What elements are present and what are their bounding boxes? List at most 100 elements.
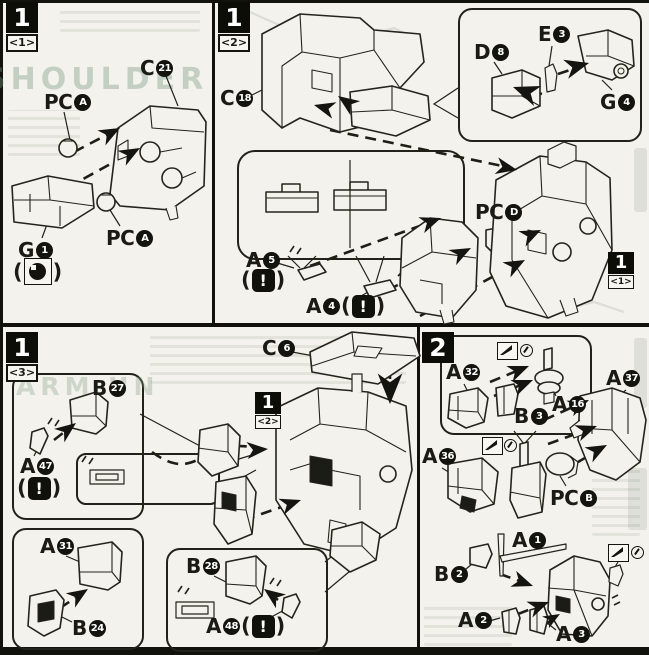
part-label-a16: A 16 — [552, 392, 586, 416]
part-letter: B — [514, 404, 529, 428]
part-number-circle: 18 — [236, 89, 254, 107]
part-label-b3: B 3 — [514, 404, 548, 428]
bleedthrough-edge-mark — [634, 148, 647, 212]
part-letter: PC — [44, 90, 73, 114]
part-letter: A — [246, 248, 261, 272]
paren: ( — [240, 614, 251, 638]
step-substep: <3> — [6, 364, 38, 382]
part-label-c6: C 6 — [262, 336, 296, 360]
parts-step1-2 — [261, 13, 635, 325]
ref-number: 1 — [608, 252, 634, 274]
paren: ) — [52, 259, 63, 284]
ref-box-step1-2: 1 <2> — [255, 392, 281, 429]
part-number-circle: 5 — [262, 251, 280, 269]
step-number: 1 — [218, 2, 250, 33]
part-label-a4: A 4 ( ! ) — [306, 294, 386, 318]
paren: ( — [340, 294, 351, 318]
part-letter: A — [606, 366, 621, 390]
part-label-a32: A 32 — [446, 360, 480, 384]
part-letter: A — [458, 608, 473, 632]
bleedthrough-text-block — [60, 8, 200, 32]
part-label-pca-bottom: PC A — [106, 226, 154, 250]
part-label-c18: C 18 — [220, 86, 254, 110]
part-label-a31: A 31 — [40, 534, 74, 558]
part-letter: PC — [106, 226, 135, 250]
part-label-g1: G 1 — [18, 238, 53, 262]
paren: ) — [375, 294, 386, 318]
step-number: 1 — [6, 332, 38, 363]
part-number-circle: 16 — [568, 395, 586, 413]
part-label-b2: B 2 — [434, 562, 468, 586]
part-letter: B — [92, 376, 107, 400]
warning-icon: ! — [251, 268, 275, 292]
a47-warning: ( ! ) — [16, 476, 62, 500]
part-label-d8: D 8 — [474, 40, 510, 64]
part-label-a47: A 47 — [20, 454, 54, 478]
part-letter: B — [72, 616, 87, 640]
hobby-knife-icon — [497, 342, 518, 360]
parts-step1-3 — [27, 331, 421, 637]
part-letter: D — [474, 40, 491, 64]
part-label-a1: A 1 — [512, 528, 546, 552]
part-number-circle: B — [580, 489, 598, 507]
paren: ( — [13, 259, 23, 284]
part-label-g4: G 4 — [600, 90, 635, 114]
paren: ) — [275, 614, 286, 638]
step-number: 2 — [422, 332, 454, 363]
part-number-circle: 48 — [222, 617, 240, 635]
parts-step1-1 — [11, 105, 207, 229]
paren: ) — [275, 268, 286, 292]
ref-substep: <1> — [608, 275, 634, 289]
warning-icon: ! — [351, 294, 375, 318]
part-letter: A — [422, 444, 437, 468]
part-letter: G — [600, 90, 616, 114]
part-number-circle: A — [74, 93, 92, 111]
part-number-circle: 4 — [322, 297, 340, 315]
part-letter: A — [206, 614, 221, 638]
part-letter: B — [434, 562, 449, 586]
part-letter: C — [220, 86, 235, 110]
part-number-circle: 1 — [35, 241, 53, 259]
part-number-circle: 28 — [202, 557, 220, 575]
part-letter: A — [556, 622, 571, 646]
part-label-a3: A 3 — [556, 622, 590, 646]
part-number-circle: 1 — [528, 531, 546, 549]
gate-cut-mark-icon — [520, 344, 533, 357]
g1-ball-symbol: ( ) — [12, 258, 63, 285]
part-number-circle: 6 — [278, 339, 296, 357]
part-number-circle: A — [136, 229, 154, 247]
inset-thruster-detail — [237, 150, 465, 260]
part-label-a36: A 36 — [422, 444, 456, 468]
part-number-circle: 2 — [450, 565, 468, 583]
warning-icon: ! — [27, 476, 51, 500]
part-number-circle: D — [505, 203, 523, 221]
bleedthrough-edge-mark — [634, 338, 647, 408]
part-label-pca-top: PC A — [44, 90, 92, 114]
ref-number: 1 — [255, 392, 281, 414]
part-letter: G — [18, 238, 34, 262]
part-number-circle: 3 — [530, 407, 548, 425]
step-header-1-3: 1 <3> — [6, 332, 38, 382]
paren: ( — [241, 268, 251, 292]
part-label-a37: A 37 — [606, 366, 640, 390]
part-letter: A — [306, 294, 321, 318]
warning-icon: ! — [251, 614, 275, 638]
part-number-circle: 4 — [617, 93, 635, 111]
part-letter: B — [186, 554, 201, 578]
part-number-circle: 31 — [56, 537, 74, 555]
part-label-pcd: PC D — [475, 200, 523, 224]
part-label-a5: A 5 — [246, 248, 280, 272]
part-letter: C — [262, 336, 277, 360]
part-number-circle: 3 — [572, 625, 590, 643]
ref-box-step1-1: 1 <1> — [608, 252, 634, 289]
part-label-a2: A 2 — [458, 608, 492, 632]
gate-cut-mark-icon — [504, 439, 517, 452]
inset-b28-a48 — [166, 548, 328, 652]
panel-divider-vertical-top — [212, 0, 215, 326]
part-letter: A — [40, 534, 55, 558]
part-number-circle: 32 — [462, 363, 480, 381]
inset-a31-b24 — [12, 528, 144, 650]
part-letter: E — [538, 22, 552, 46]
part-number-circle: 37 — [622, 369, 640, 387]
